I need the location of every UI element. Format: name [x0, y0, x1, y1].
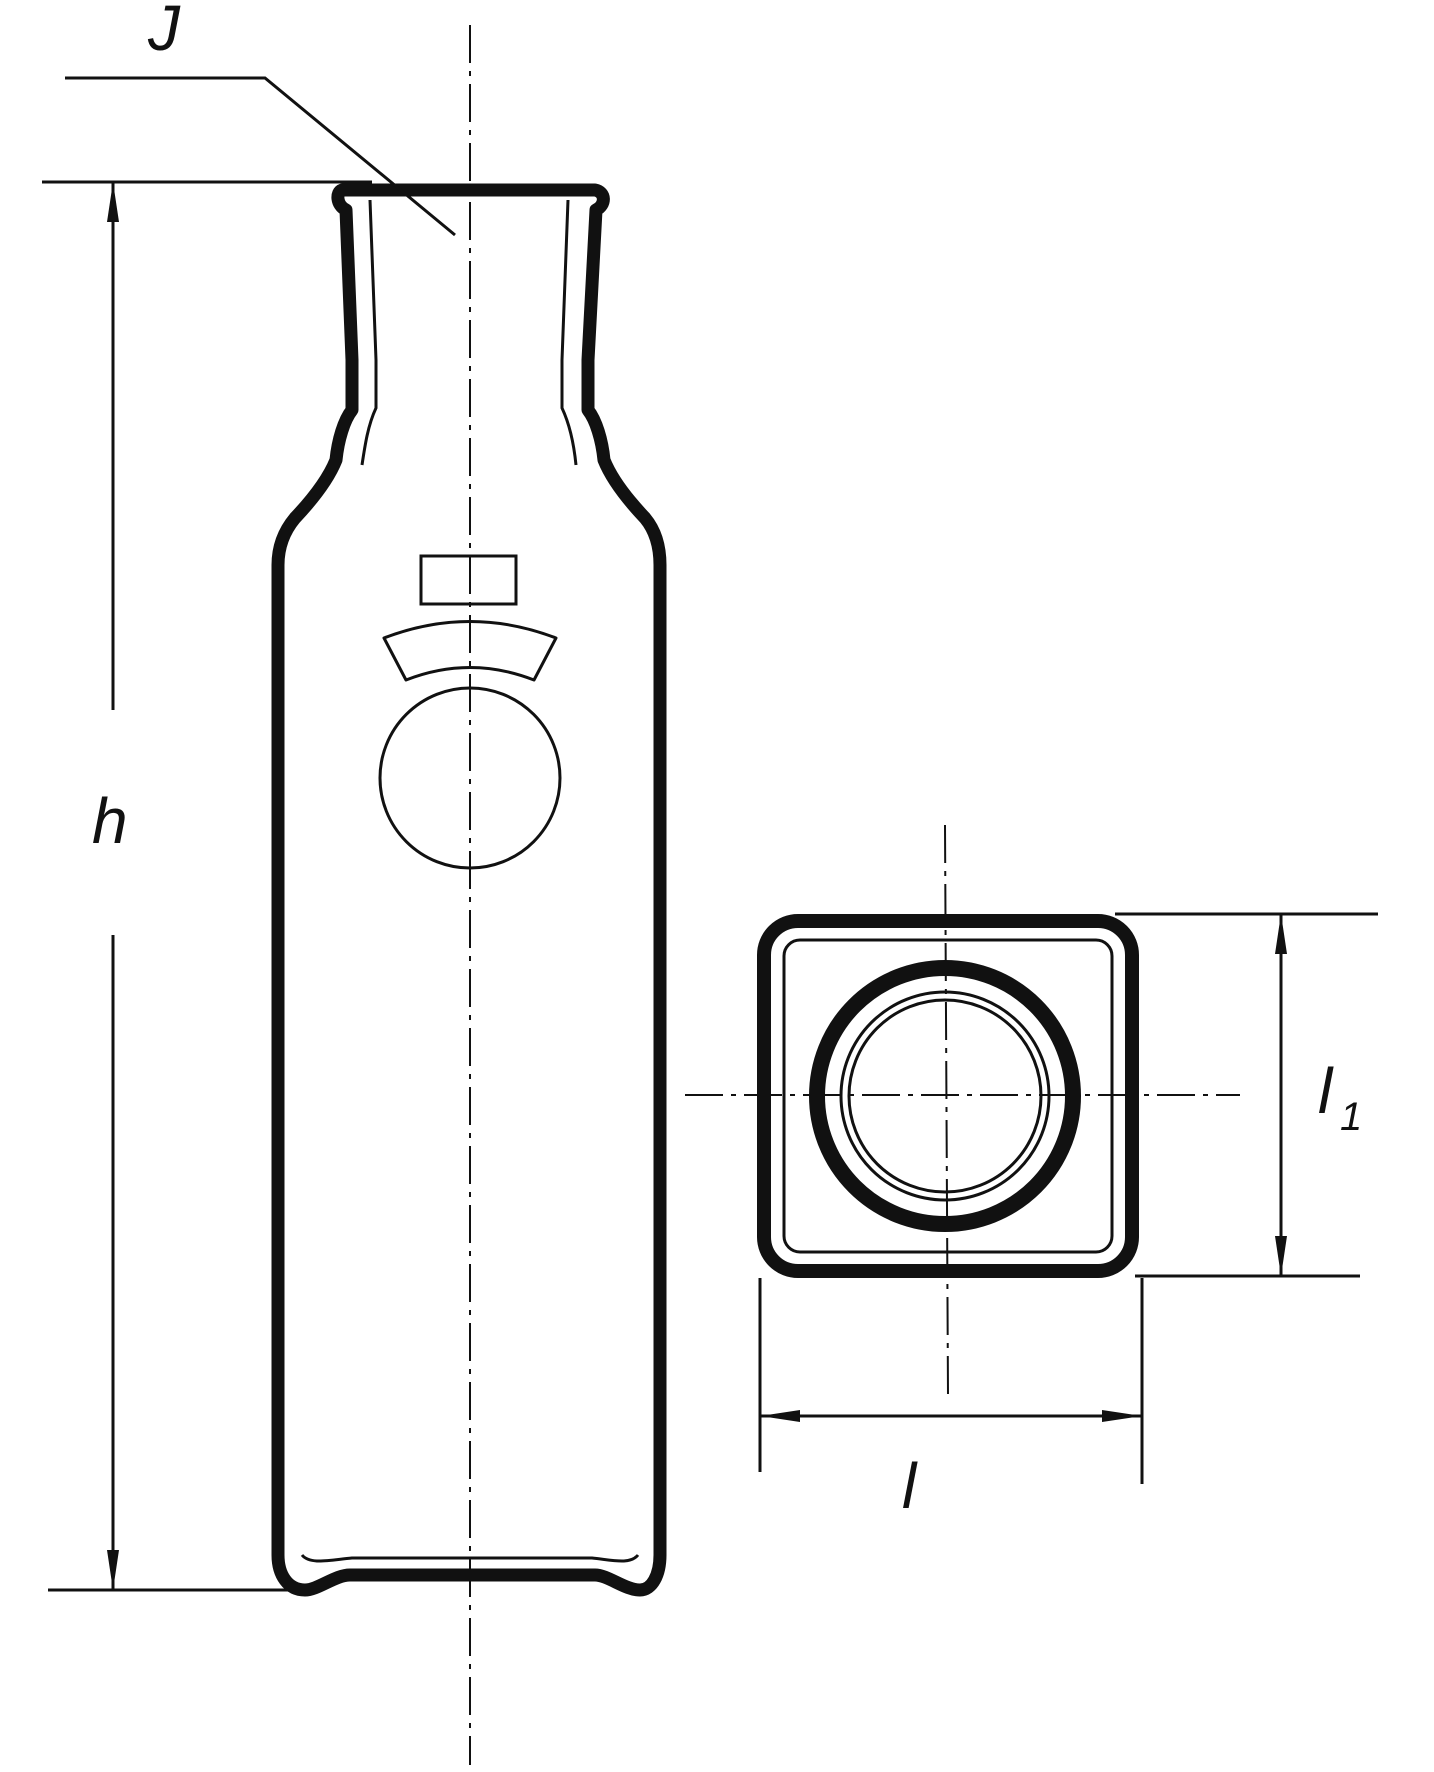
opening-leader-line	[65, 76, 456, 237]
emblem-circle	[378, 686, 562, 870]
label-rectangle	[419, 554, 518, 606]
bottle-front-view: J h	[42, 0, 667, 1765]
neck-inner-wall-left	[360, 199, 378, 466]
length-dimension: l	[758, 1278, 1144, 1522]
bottle-outline	[271, 183, 667, 1597]
square-inner-wall	[782, 938, 1114, 1254]
bottle-inner-bottom	[300, 1553, 640, 1563]
neck-outer-ring	[809, 960, 1081, 1232]
bottle-top-view: l 1 l	[685, 824, 1378, 1522]
neck-bore-circle	[847, 998, 1043, 1194]
label-width-subscript: 1	[1340, 1095, 1362, 1139]
label-height: h	[92, 785, 128, 857]
height-dimension: h	[42, 180, 372, 1592]
width-dimension: l 1	[1115, 912, 1378, 1278]
neck-inner-wall-right	[560, 199, 578, 466]
label-length: l	[902, 1450, 918, 1522]
label-width: l	[1318, 1055, 1334, 1127]
label-opening: J	[147, 0, 181, 64]
neck-inner-ring	[839, 990, 1051, 1202]
scale-arc-band	[382, 620, 558, 682]
top-view-center-line-vertical	[944, 824, 949, 1396]
square-outline	[757, 914, 1139, 1278]
